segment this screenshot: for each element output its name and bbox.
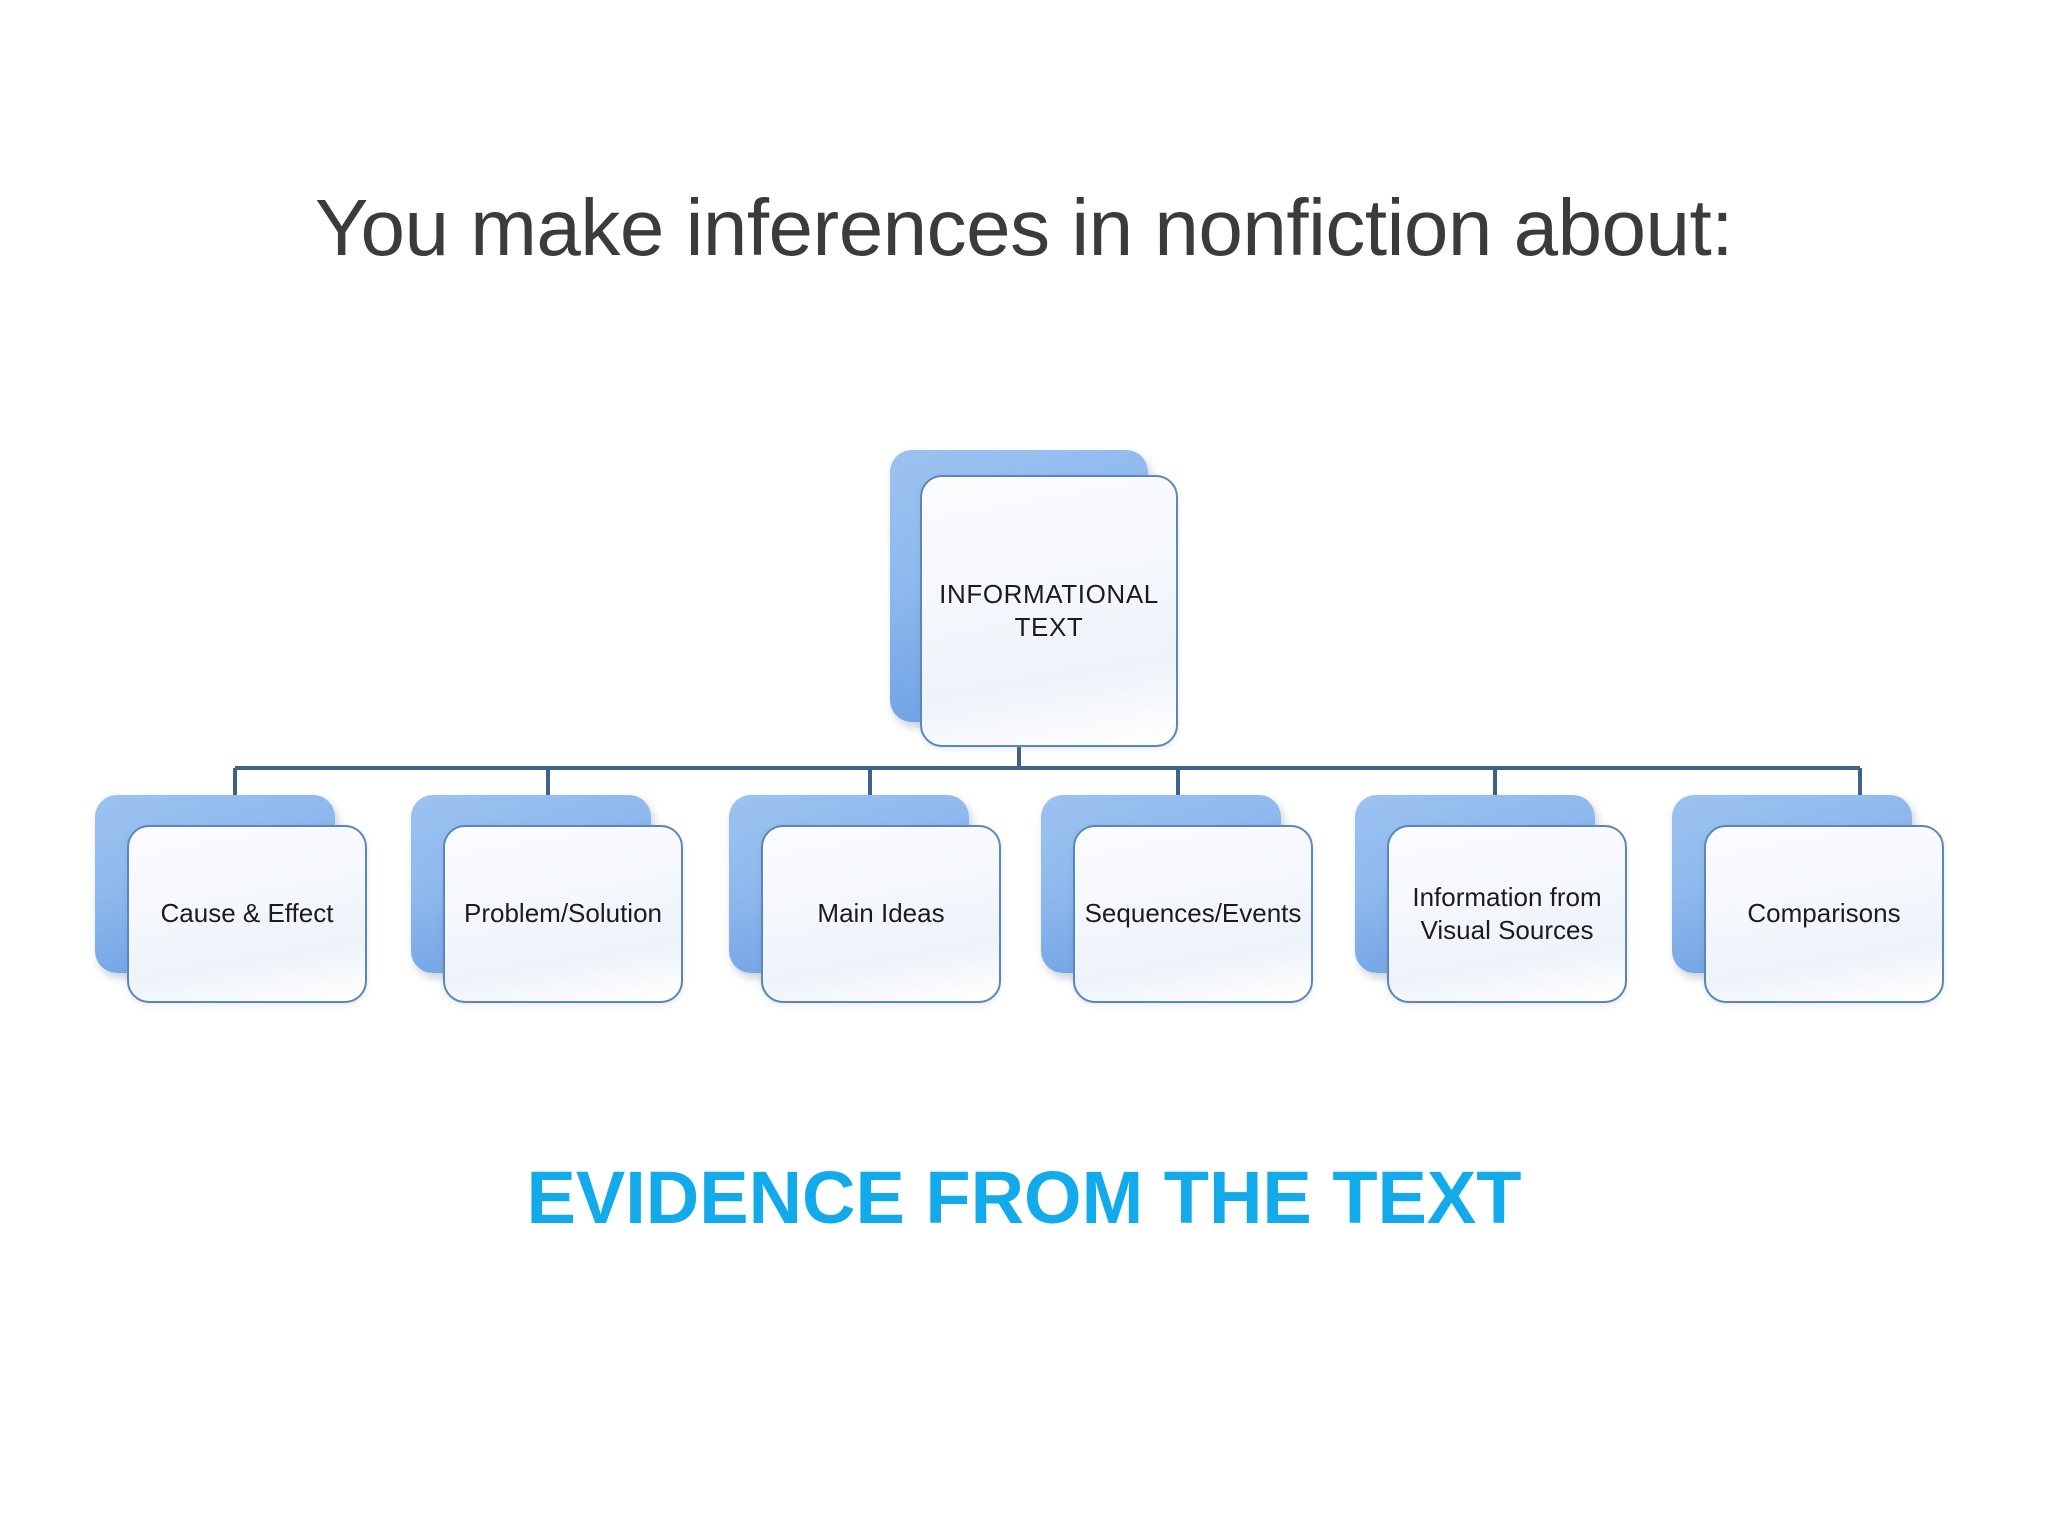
node-face: Comparisons	[1704, 825, 1944, 1003]
node-cause-and-effect[interactable]: Cause & Effect	[95, 795, 367, 1003]
node-label-line-1: Information from	[1412, 881, 1602, 912]
node-face: Main Ideas	[761, 825, 1001, 1003]
evidence-from-the-text-label: EVIDENCE FROM THE TEXT	[526, 1156, 1522, 1239]
node-label-line-2: TEXT	[1014, 612, 1084, 642]
node-face: INFORMATIONAL TEXT	[920, 475, 1178, 747]
node-face: Problem/Solution	[443, 825, 683, 1003]
node-face: Sequences/Events	[1073, 825, 1313, 1003]
node-label: Information from Visual Sources	[1402, 881, 1611, 948]
page-title: You make inferences in nonfiction about:	[314, 183, 1734, 272]
node-face: Cause & Effect	[127, 825, 367, 1003]
node-label: Comparisons	[1747, 898, 1901, 929]
node-main-ideas[interactable]: Main Ideas	[729, 795, 1001, 1003]
node-informational-text[interactable]: INFORMATIONAL TEXT	[890, 450, 1178, 747]
node-label: Cause & Effect	[160, 898, 334, 929]
node-label: Problem/Solution	[464, 898, 662, 929]
node-label-line-2: Visual Sources	[1420, 915, 1594, 945]
node-comparisons[interactable]: Comparisons	[1672, 795, 1944, 1003]
node-sequences-events[interactable]: Sequences/Events	[1041, 795, 1313, 1003]
node-face: Information from Visual Sources	[1387, 825, 1627, 1003]
node-label-line-1: INFORMATIONAL	[939, 578, 1159, 609]
node-label: Main Ideas	[817, 898, 945, 929]
node-information-from-visual-sources[interactable]: Information from Visual Sources	[1355, 795, 1627, 1003]
node-problem-solution[interactable]: Problem/Solution	[411, 795, 683, 1003]
node-label: Sequences/Events	[1084, 898, 1302, 929]
node-label: INFORMATIONAL TEXT	[929, 578, 1169, 645]
